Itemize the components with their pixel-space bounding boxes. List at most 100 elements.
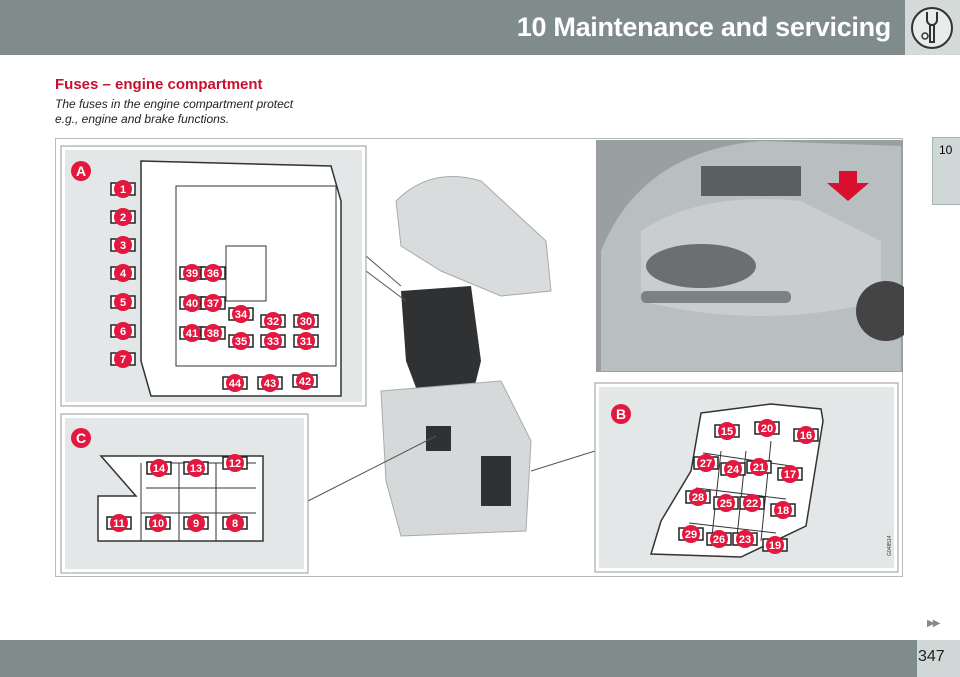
fuse-6: 6 xyxy=(110,322,136,340)
panel-letter-a: A xyxy=(71,161,91,181)
fuse-label: 14 xyxy=(153,463,166,475)
fuse-12: 12 xyxy=(222,454,248,472)
fuse-15: 15 xyxy=(714,422,740,440)
fuse-29: 29 xyxy=(678,525,704,543)
fuse-label: 17 xyxy=(784,469,796,481)
fuse-label: 13 xyxy=(190,463,202,475)
fuse-label: 30 xyxy=(300,316,312,328)
fuse-39: 39 xyxy=(179,264,205,282)
fuse-32: 32 xyxy=(260,312,286,330)
fuse-24: 24 xyxy=(720,460,746,478)
fuse-label: 36 xyxy=(207,268,219,280)
fuse-label: 15 xyxy=(721,426,733,438)
fuse-label: 10 xyxy=(152,518,164,530)
fuse-38: 38 xyxy=(200,324,226,342)
fuse-label: 23 xyxy=(739,534,751,546)
fuse-label: 33 xyxy=(267,336,279,348)
chapter-title: 10 Maintenance and servicing xyxy=(516,12,892,42)
fuse-label: 7 xyxy=(120,354,126,366)
intro-line: e.g., engine and brake functions. xyxy=(55,112,230,126)
fuse-box-components xyxy=(307,176,596,537)
fuse-18: 18 xyxy=(770,501,796,519)
fuse-34: 34 xyxy=(228,305,254,323)
fuse-3: 3 xyxy=(110,236,136,254)
fuse-43: 43 xyxy=(257,374,283,392)
fuse-11: 11 xyxy=(106,514,132,532)
fuse-9: 9 xyxy=(183,514,209,532)
chapter-tab[interactable]: 10 xyxy=(932,137,960,205)
fuse-37: 37 xyxy=(200,294,226,312)
fuse-label: 44 xyxy=(229,378,242,390)
fuse-20: 20 xyxy=(754,419,780,437)
svg-text:B: B xyxy=(616,406,626,422)
fuse-label: 39 xyxy=(186,268,198,280)
fuse-5: 5 xyxy=(110,293,136,311)
fuse-label: 9 xyxy=(193,518,199,530)
fuse-label: 5 xyxy=(120,297,126,309)
fuse-label: 25 xyxy=(720,498,732,510)
fuse-16: 16 xyxy=(793,426,819,444)
fuse-label: 3 xyxy=(120,240,126,252)
fuse-30: 30 xyxy=(293,312,319,330)
car-photo xyxy=(596,140,916,372)
fuse-label: 31 xyxy=(300,336,312,348)
fuse-19: 19 xyxy=(762,536,788,554)
double-chevron-right-icon[interactable]: ▶▶ xyxy=(927,618,940,629)
fuse-label: 6 xyxy=(120,326,126,338)
footer-page-box xyxy=(917,640,960,677)
fuse-23: 23 xyxy=(732,530,758,548)
fuse-13: 13 xyxy=(183,459,209,477)
fuse-label: 37 xyxy=(207,298,219,310)
fuse-17: 17 xyxy=(777,465,803,483)
fuse-40: 40 xyxy=(179,294,205,312)
svg-text:A: A xyxy=(76,163,86,179)
fuse-1: 1 xyxy=(110,180,136,198)
footer-bar xyxy=(0,640,917,677)
svg-text:C: C xyxy=(76,430,86,446)
fuse-label: 1 xyxy=(120,184,126,196)
fuse-31: 31 xyxy=(293,332,319,350)
section-heading: Fuses – engine compartment xyxy=(55,76,263,93)
chapter-icon-box xyxy=(905,0,960,55)
fuse-26: 26 xyxy=(706,530,732,548)
fuse-label: 38 xyxy=(207,328,219,340)
fuse-label: 26 xyxy=(713,534,725,546)
fuse-7: 7 xyxy=(110,350,136,368)
arrow-icon xyxy=(827,171,869,201)
figure-code: G048514 xyxy=(887,535,893,556)
fuse-label: 43 xyxy=(264,378,276,390)
fuse-25: 25 xyxy=(713,494,739,512)
fuse-42: 42 xyxy=(292,372,318,390)
fuse-10: 10 xyxy=(145,514,171,532)
fuse-label: 35 xyxy=(235,336,247,348)
fuse-label: 16 xyxy=(800,430,812,442)
page-number: 347 xyxy=(918,648,945,665)
fuse-label: 42 xyxy=(299,376,311,388)
chapter-header: 10 Maintenance and servicing xyxy=(0,0,905,55)
fuse-label: 21 xyxy=(753,462,765,474)
fuse-label: 32 xyxy=(267,316,279,328)
fuse-label: 40 xyxy=(186,298,198,310)
fuse-27: 27 xyxy=(693,454,719,472)
fuse-label: 18 xyxy=(777,505,789,517)
fuse-21: 21 xyxy=(746,458,772,476)
wrench-icon xyxy=(911,7,953,49)
fuse-label: 19 xyxy=(769,540,781,552)
fuse-label: 11 xyxy=(113,518,125,530)
fuse-label: 4 xyxy=(120,268,127,280)
fuse-label: 8 xyxy=(232,518,238,530)
fuse-14: 14 xyxy=(146,459,172,477)
section-intro: The fuses in the engine compartment prot… xyxy=(55,97,293,127)
fuse-label: 22 xyxy=(746,498,758,510)
fuse-35: 35 xyxy=(228,332,254,350)
fuse-label: 29 xyxy=(685,529,697,541)
fuse-label: 2 xyxy=(120,212,126,224)
fuse-label: 27 xyxy=(700,458,712,470)
fuse-44: 44 xyxy=(222,374,248,392)
fuse-2: 2 xyxy=(110,208,136,226)
fuse-4: 4 xyxy=(110,264,136,282)
fuse-label: 34 xyxy=(235,309,248,321)
fuse-label: 24 xyxy=(727,464,740,476)
fuse-label: 12 xyxy=(229,458,241,470)
